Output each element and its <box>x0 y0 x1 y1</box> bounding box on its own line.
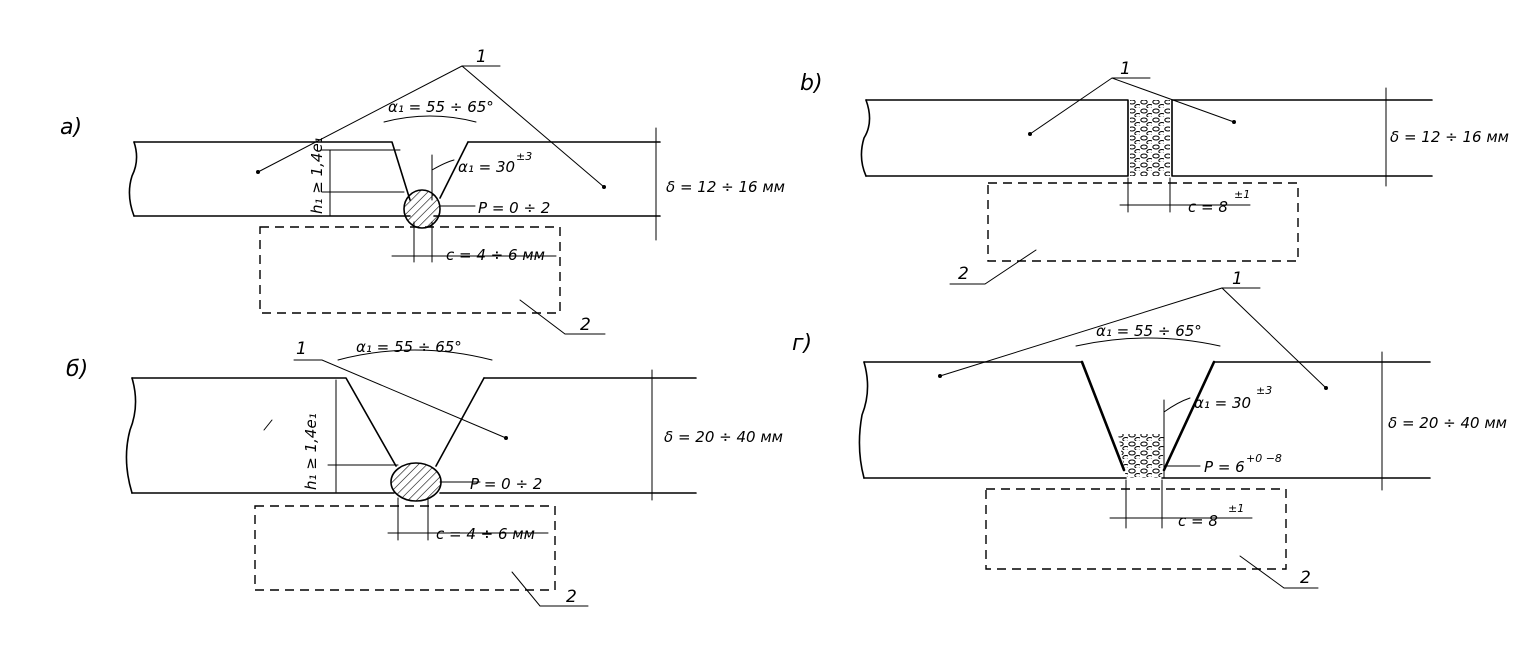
diagram-a-label: a) <box>60 115 82 140</box>
diagram-v-callout-2-leader <box>949 249 1037 285</box>
diagram-b-root-weld <box>390 462 442 502</box>
diagram-g-label: г) <box>792 331 812 356</box>
diagram-g: г) 1 2 α₁ = 55 ÷ 65° α₁ = 30 ±3 P = 6 +0… <box>792 269 1507 589</box>
diagram-a-break-left <box>128 141 138 217</box>
diagram-v-gap-tol: ±1 <box>1234 188 1250 201</box>
diagram-v-flux <box>1130 100 1170 176</box>
diagram-a-callout-1: 1 <box>476 47 487 67</box>
diagram-g-callout-2: 2 <box>1300 568 1311 588</box>
diagram-a-height: h₁ ≥ 1,4e₁ <box>308 137 326 214</box>
diagram-b-callout-1: 1 <box>296 339 307 359</box>
diagram-v-right-plate <box>1171 99 1433 177</box>
diagram-a-gap: c = 4 ÷ 6 мм <box>446 246 545 264</box>
diagram-g-root-face: P = 6 <box>1204 458 1245 476</box>
diagram-g-right-plate <box>1161 361 1431 479</box>
diagram-b-label: б) <box>66 357 88 382</box>
diagram-v-label: b) <box>800 71 823 96</box>
diagram-g-root-face-tol: +0 −8 <box>1246 452 1282 465</box>
diagram-b-angle-arc <box>337 349 493 361</box>
diagram-b-backing <box>254 505 556 591</box>
diagram-a-height-dim <box>321 149 405 217</box>
diagram-v-break-left <box>860 99 871 177</box>
diagram-g-callout-1: 1 <box>1232 269 1243 289</box>
diagram-g-angle-half: α₁ = 30 <box>1194 394 1251 412</box>
diagram-v-callout-1-leader <box>1029 77 1235 135</box>
diagram-g-callout-2-leader <box>1239 555 1319 589</box>
diagram-a-callout-2: 2 <box>580 315 591 335</box>
diagram-b: б) 1 2 α₁ = 55 ÷ 65° h₁ ≥ 1,4e₁ P = 0 ÷ … <box>66 338 783 607</box>
diagram-a-angle-arc <box>383 115 477 123</box>
diagram-v-thickness: δ = 12 ÷ 16 мм <box>1390 128 1509 146</box>
diagram-b-left-plate <box>131 377 397 467</box>
diagram-g-angle-half-tol: ±3 <box>1256 384 1272 397</box>
diagram-a-angle-half-tol: ±3 <box>516 150 532 163</box>
diagram-v-backing <box>987 182 1299 262</box>
diagram-v: b) 1 2 c = 8 ±1 δ = 12 ÷ 16 мм <box>800 59 1509 285</box>
diagram-a-left-plate <box>133 141 411 201</box>
diagram-g-flux <box>1118 434 1164 478</box>
diagram-g-gap: c = 8 <box>1178 512 1218 530</box>
diagram-b-height: h₁ ≥ 1,4e₁ <box>302 413 320 490</box>
diagram-g-angle-full: α₁ = 55 ÷ 65° <box>1096 322 1202 340</box>
diagram-a-angle-half: α₁ = 30 <box>458 158 515 176</box>
diagram-g-thickness: δ = 20 ÷ 40 мм <box>1388 414 1507 432</box>
diagram-a-backing <box>259 226 561 314</box>
diagram-g-gap-tol: ±1 <box>1228 502 1244 515</box>
diagram-a-angle-full: α₁ = 55 ÷ 65° <box>388 98 494 116</box>
diagram-b-callout-2: 2 <box>566 587 577 607</box>
diagram-v-callout-1: 1 <box>1120 59 1131 79</box>
diagram-v-left-plate <box>865 99 1129 177</box>
diagram-a-callout-2-leader <box>519 299 606 335</box>
diagram-b-callout-2-leader <box>511 571 589 607</box>
diagram-b-height-dim <box>327 379 399 493</box>
diagram-a-root-weld <box>403 189 441 229</box>
diagram-v-gap: c = 8 <box>1188 198 1228 216</box>
diagram-g-angle-arc <box>1075 337 1221 347</box>
diagram-b-root-face: P = 0 ÷ 2 <box>470 475 542 493</box>
diagram-b-callout-1-leader <box>293 359 507 439</box>
diagram-b-break-left <box>125 377 137 494</box>
diagram-g-break-left <box>858 361 869 479</box>
diagram-g-callout-1-leader <box>939 287 1327 389</box>
diagram-a: a) 1 2 α₁ = 55 ÷ 65° α₁ = 30 ±3 h₁ ≥ 1,4… <box>60 47 785 335</box>
diagram-g-backing <box>985 488 1287 570</box>
diagram-a-root-face: P = 0 ÷ 2 <box>478 199 550 217</box>
diagram-v-callout-2: 2 <box>958 264 969 284</box>
diagram-b-angle-full: α₁ = 55 ÷ 65° <box>356 338 462 356</box>
diagram-b-thickness: δ = 20 ÷ 40 мм <box>664 428 783 446</box>
diagram-b-gap: c = 4 ÷ 6 мм <box>436 525 535 543</box>
diagram-a-thickness: δ = 12 ÷ 16 мм <box>666 178 785 196</box>
